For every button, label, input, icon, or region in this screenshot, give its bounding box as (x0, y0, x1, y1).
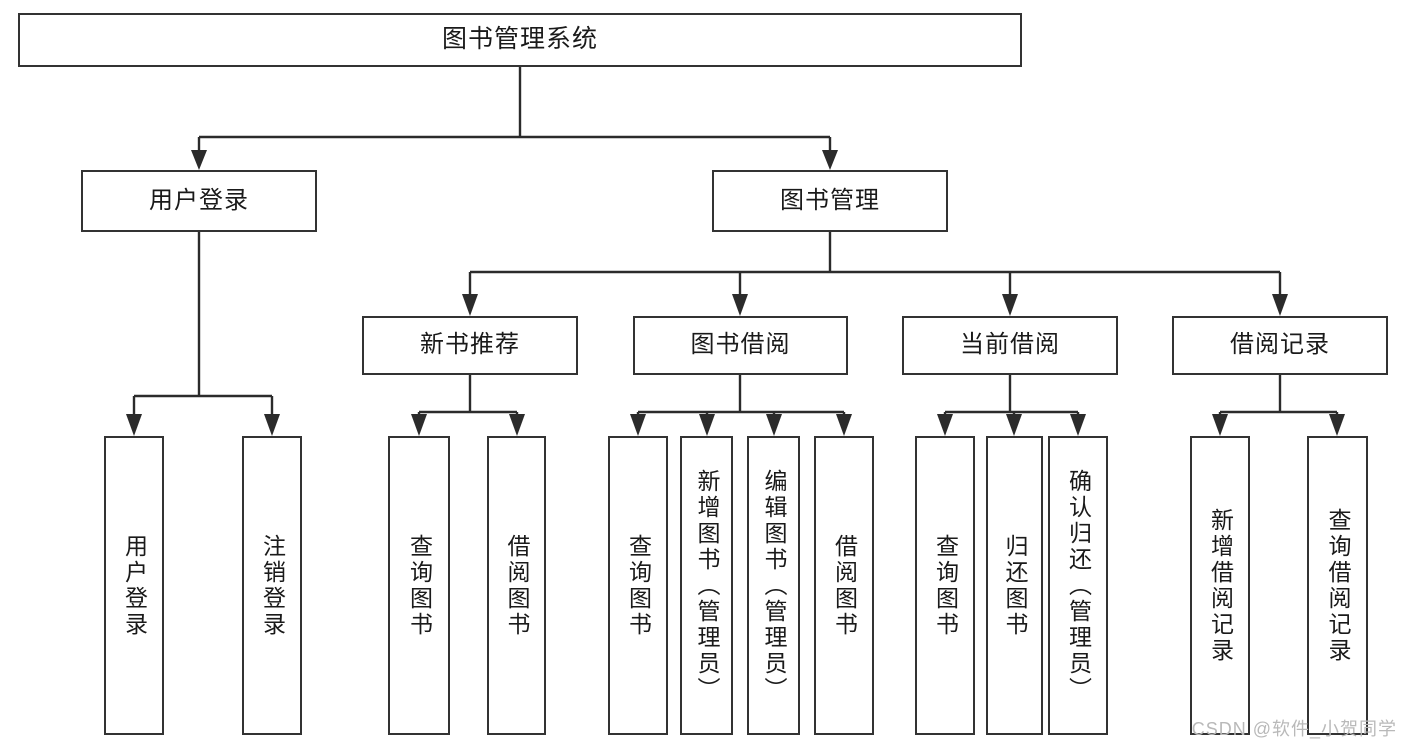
node-current-borrow[interactable]: 当前借阅 (902, 316, 1118, 375)
leaf-query-books-current[interactable]: 查询图书 (915, 436, 975, 735)
leaf-query-books-current-label: 查询图书 (932, 533, 959, 638)
leaf-add-borrow-record-label: 新增借阅记录 (1207, 507, 1234, 664)
leaf-logout[interactable]: 注销登录 (242, 436, 302, 735)
leaf-confirm-return-admin-label: 确认归还（管理员） (1065, 468, 1092, 703)
node-new-book-recommend[interactable]: 新书推荐 (362, 316, 578, 375)
leaf-query-borrow-record-label: 查询借阅记录 (1325, 507, 1352, 664)
arrowhead-cu-leaf1 (937, 414, 953, 436)
leaf-edit-book-admin-label: 编辑图书（管理员） (761, 468, 788, 703)
leaf-query-borrow-record[interactable]: 查询借阅记录 (1307, 436, 1368, 735)
arrowhead-leaf-user-login (126, 414, 142, 436)
arrowhead-bo-leaf4 (836, 414, 852, 436)
arrowhead-nb-leaf1 (411, 414, 427, 436)
node-book-management-label: 图书管理 (780, 186, 880, 214)
leaf-query-books-newbook[interactable]: 查询图书 (388, 436, 450, 735)
node-root-label: 图书管理系统 (441, 25, 598, 54)
leaf-query-books-newbook-label: 查询图书 (406, 533, 433, 638)
arrowhead-re-leaf2 (1329, 414, 1345, 436)
arrowhead-login (191, 150, 207, 170)
leaf-logout-label: 注销登录 (259, 533, 286, 638)
node-borrow-records-label: 借阅记录 (1230, 331, 1330, 359)
leaf-borrow-books-label: 借阅图书 (831, 533, 858, 638)
leaf-borrow-books-newbook[interactable]: 借阅图书 (487, 436, 546, 735)
leaf-user-login[interactable]: 用户登录 (104, 436, 164, 735)
node-book-borrow[interactable]: 图书借阅 (633, 316, 848, 375)
node-user-login[interactable]: 用户登录 (81, 170, 317, 232)
arrowhead-borrow (732, 294, 748, 316)
node-root[interactable]: 图书管理系统 (18, 13, 1022, 67)
leaf-edit-book-admin[interactable]: 编辑图书（管理员） (747, 436, 800, 735)
leaf-confirm-return-admin[interactable]: 确认归还（管理员） (1048, 436, 1108, 735)
leaf-add-book-admin[interactable]: 新增图书（管理员） (680, 436, 733, 735)
node-book-borrow-label: 图书借阅 (690, 331, 791, 359)
arrowhead-records (1272, 294, 1288, 316)
arrowhead-nb-leaf2 (509, 414, 525, 436)
leaf-add-borrow-record[interactable]: 新增借阅记录 (1190, 436, 1250, 735)
leaf-borrow-books-newbook-label: 借阅图书 (504, 533, 531, 638)
leaf-add-book-admin-label: 新增图书（管理员） (694, 468, 721, 703)
node-borrow-records[interactable]: 借阅记录 (1172, 316, 1388, 375)
node-current-borrow-label: 当前借阅 (960, 331, 1060, 359)
arrowhead-bo-leaf1 (630, 414, 646, 436)
arrowhead-bo-leaf3 (766, 414, 782, 436)
leaf-query-books-borrow[interactable]: 查询图书 (608, 436, 668, 735)
watermark: CSDN @软件_小贺同学 (1191, 719, 1397, 739)
arrowhead-re-leaf1 (1212, 414, 1228, 436)
node-book-management[interactable]: 图书管理 (712, 170, 948, 232)
leaf-return-books-label: 归还图书 (1002, 533, 1029, 638)
arrowhead-bo-leaf2 (699, 414, 715, 436)
arrowhead-newbook (462, 294, 478, 316)
leaf-borrow-books[interactable]: 借阅图书 (814, 436, 874, 735)
arrowhead-cu-leaf2 (1006, 414, 1022, 436)
leaf-user-login-label: 用户登录 (121, 533, 148, 638)
arrowhead-leaf-logout (264, 414, 280, 436)
arrowhead-bookmgmt (822, 150, 838, 170)
leaf-query-books-borrow-label: 查询图书 (625, 533, 652, 638)
node-new-book-recommend-label: 新书推荐 (420, 331, 520, 359)
leaf-return-books[interactable]: 归还图书 (986, 436, 1043, 735)
node-user-login-label: 用户登录 (149, 186, 249, 214)
arrowhead-current (1002, 294, 1018, 316)
arrowhead-cu-leaf3 (1070, 414, 1086, 436)
